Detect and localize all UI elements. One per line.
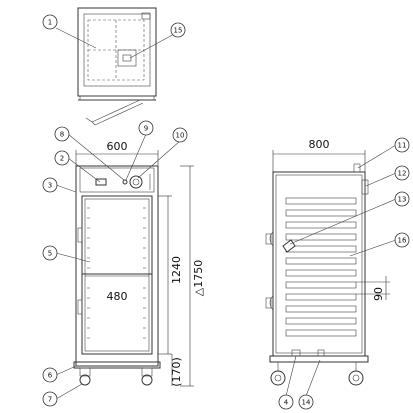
callout-7: 7 xyxy=(42,391,58,407)
svg-text:10: 10 xyxy=(176,132,185,140)
svg-text:2: 2 xyxy=(60,155,64,163)
svg-text:11: 11 xyxy=(398,142,407,150)
side-view xyxy=(265,163,369,386)
svg-text:15: 15 xyxy=(174,27,183,35)
callout-12: 12 xyxy=(394,165,410,181)
svg-text:8: 8 xyxy=(60,131,64,139)
svg-text:9: 9 xyxy=(144,125,148,133)
svg-text:12: 12 xyxy=(398,170,407,178)
dim-door-height: 1240 xyxy=(170,256,183,284)
svg-text:5: 5 xyxy=(48,250,52,258)
svg-text:4: 4 xyxy=(284,399,289,407)
callout-4: 4 xyxy=(278,394,294,410)
dimension-labels: 600 480 1240 △1750 (170) 800 90 xyxy=(107,138,386,387)
svg-text:16: 16 xyxy=(398,237,407,245)
callout-15: 15 xyxy=(170,22,186,38)
callout-14: 14 xyxy=(298,394,314,410)
callout-5: 5 xyxy=(42,245,58,261)
top-view xyxy=(77,7,157,126)
dim-shelf-pitch: 90 xyxy=(372,287,385,301)
dimension-lines xyxy=(75,150,390,387)
svg-text:14: 14 xyxy=(302,399,311,407)
callout-9: 9 xyxy=(138,120,154,136)
callout-16: 16 xyxy=(394,232,410,248)
svg-text:1: 1 xyxy=(48,19,52,27)
svg-text:3: 3 xyxy=(48,182,52,190)
dim-inner-width: 480 xyxy=(107,290,128,303)
dim-total-height: △1750 xyxy=(192,260,205,296)
svg-text:13: 13 xyxy=(398,196,407,204)
dim-base-height: (170) xyxy=(170,357,183,387)
dim-side-depth: 800 xyxy=(309,138,330,151)
callout-13: 13 xyxy=(394,191,410,207)
callout-1: 1 xyxy=(42,14,58,30)
leader-lines xyxy=(55,27,397,400)
callout-2: 2 xyxy=(54,150,70,166)
callout-10: 10 xyxy=(172,127,188,143)
callout-3: 3 xyxy=(42,177,58,193)
callout-6: 6 xyxy=(42,367,58,383)
svg-text:7: 7 xyxy=(48,396,52,404)
dim-front-width: 600 xyxy=(107,140,128,153)
callout-11: 11 xyxy=(394,137,410,153)
svg-text:6: 6 xyxy=(48,372,53,380)
front-view xyxy=(73,165,161,386)
callout-8: 8 xyxy=(54,126,70,142)
